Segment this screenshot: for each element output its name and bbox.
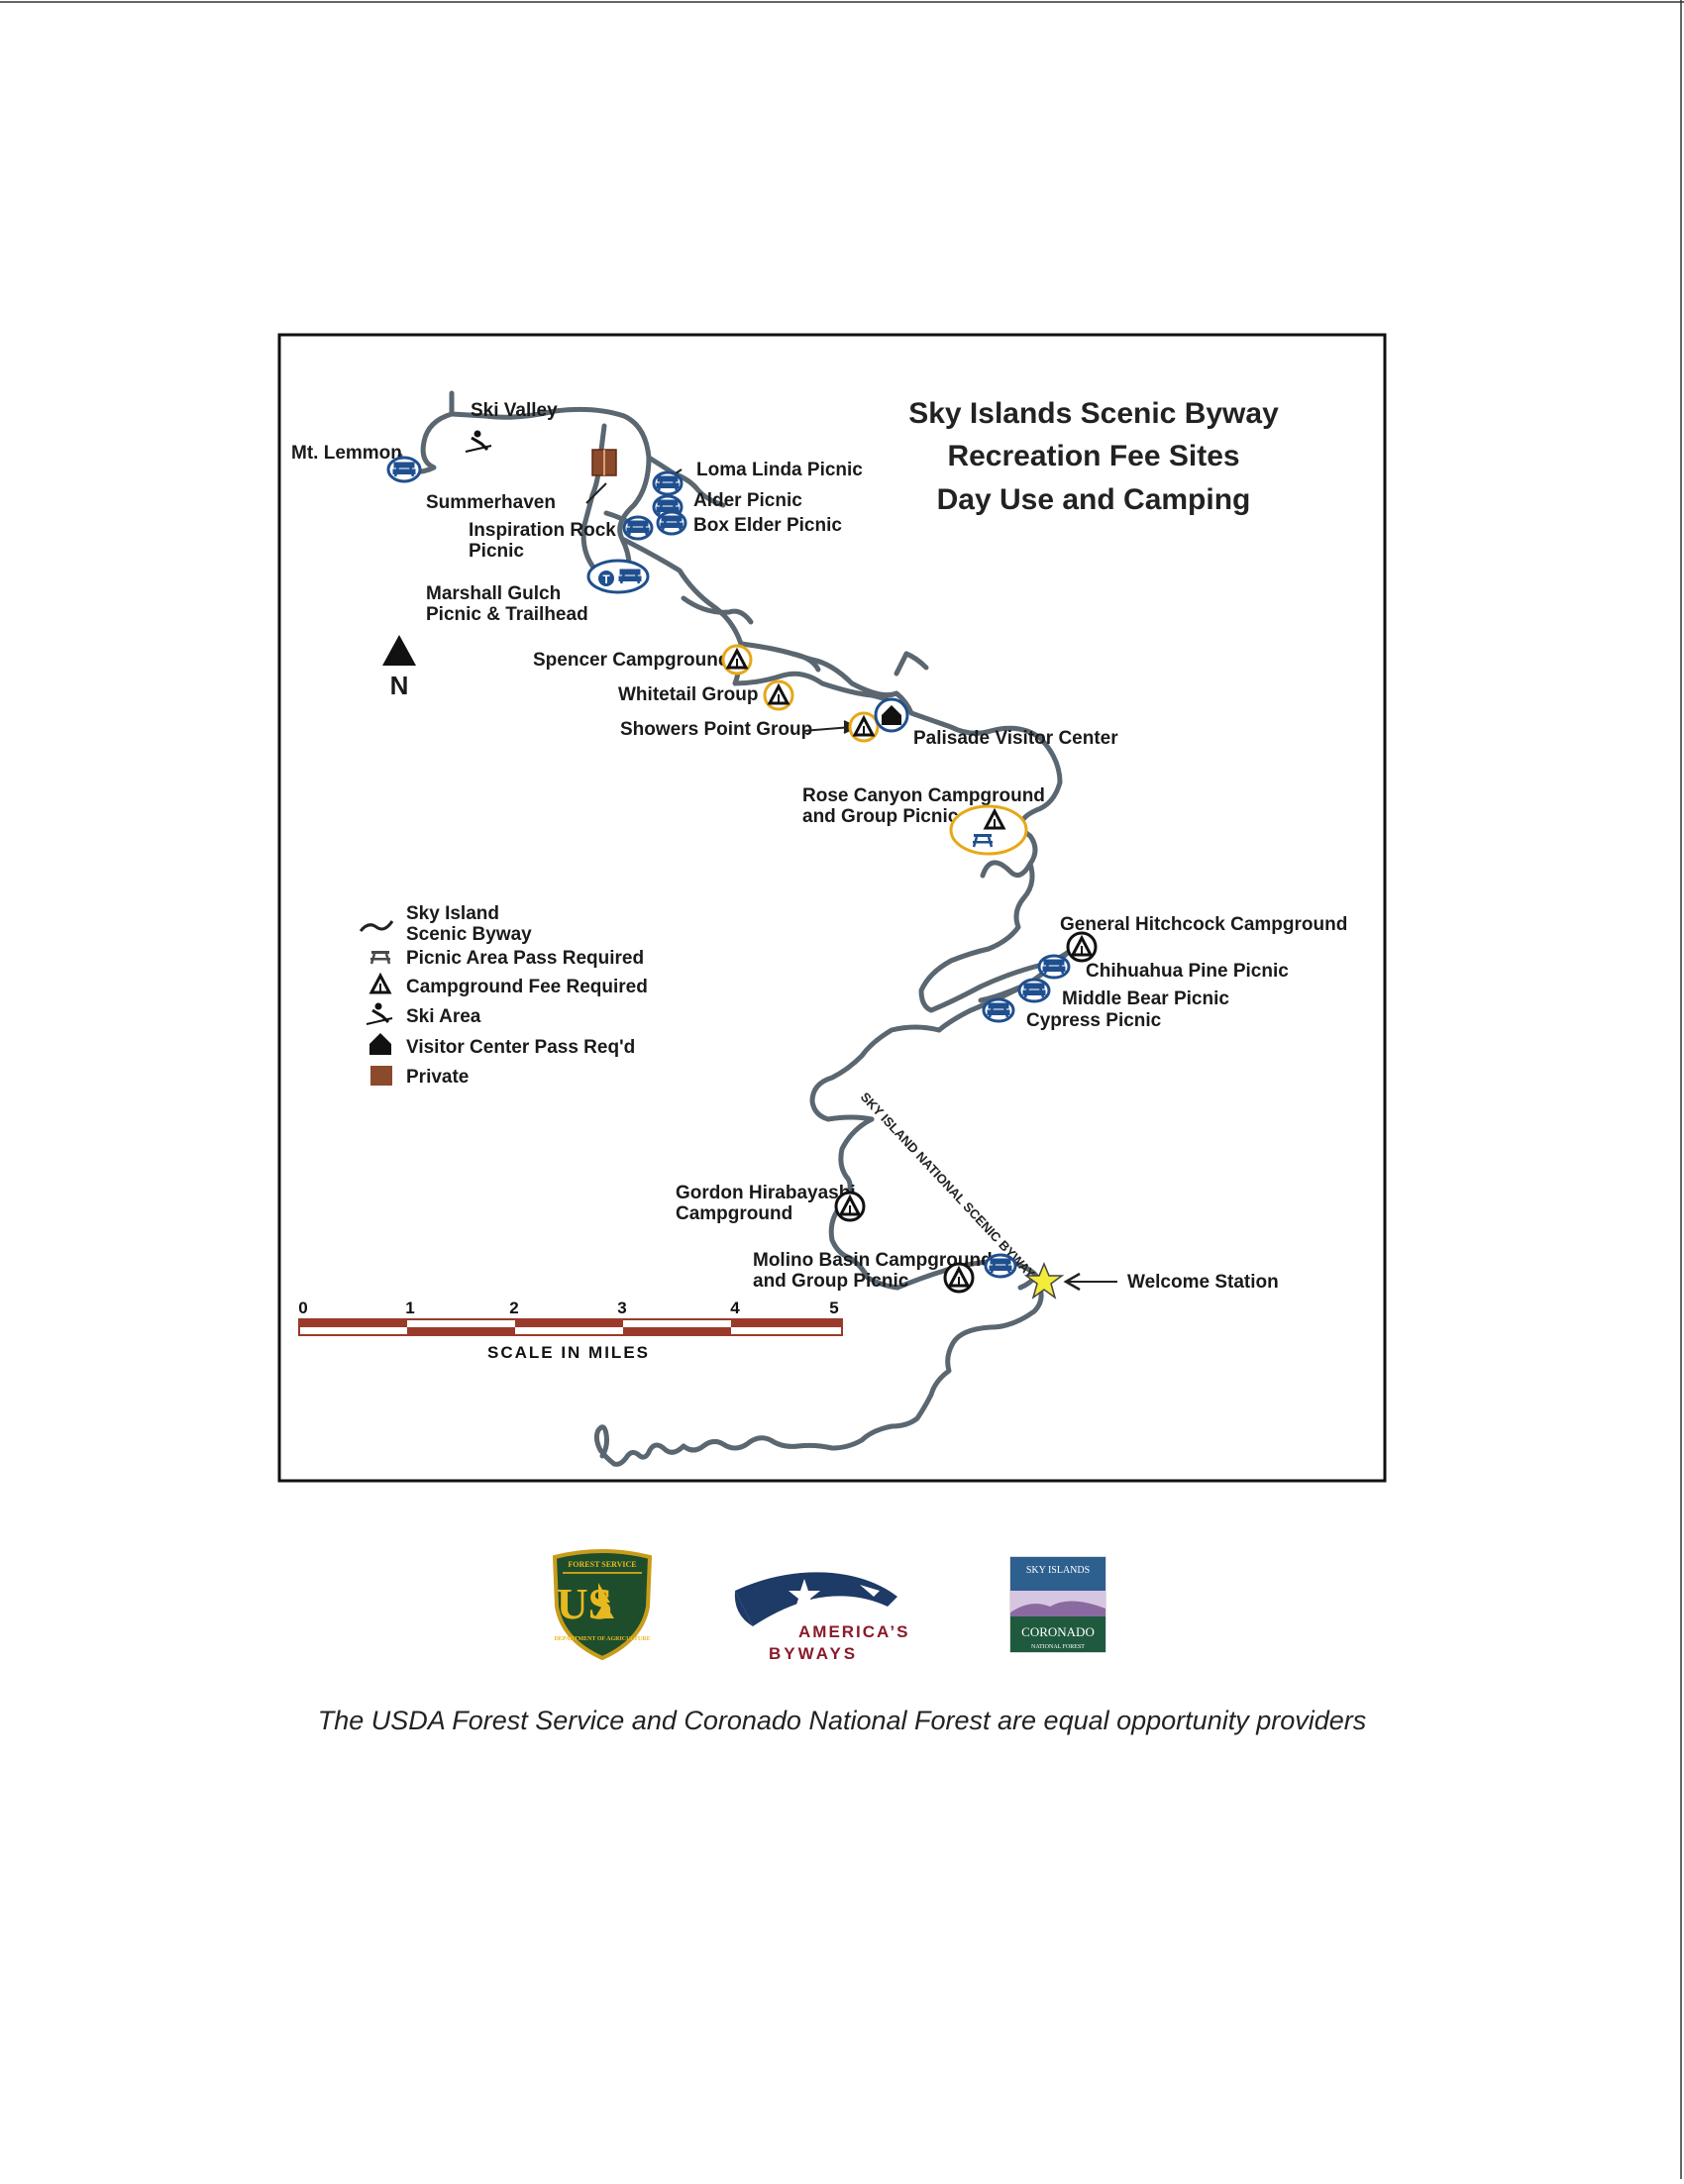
north-arrow-icon: N [382,635,416,700]
coronado-top: SKY ISLANDS [1026,1565,1090,1576]
legend-ski: Ski Area [406,1006,481,1027]
legend: Sky Island Scenic Byway Picnic Area Pass… [359,903,648,1088]
label-rose-canyon-2: and Group Picnic [802,806,959,827]
label-molino-2: and Group Picnic [753,1271,909,1292]
welcome-station-star-icon [1023,1262,1065,1300]
fs-top-text: FOREST SERVICE [568,1560,636,1569]
label-mt-lemmon: Mt. Lemmon [291,443,402,464]
picnic-marshall-gulch: T [586,559,650,594]
legend-ski-icon [366,1002,393,1025]
label-welcome-station: Welcome Station [1127,1272,1279,1293]
legend-visitor: Visitor Center Pass Req'd [406,1037,635,1058]
camp-general-hitchcock [1066,931,1098,963]
coronado-logo: SKY ISLANDS CORONADO NATIONAL FOREST [1009,1556,1106,1653]
forest-service-logo: US FOREST SERVICE DEPARTMENT OF AGRICULT… [552,1549,653,1661]
label-spencer: Spencer Campground [533,650,729,671]
label-gordon: Gordon Hirabayashi [676,1183,856,1203]
label-alder: Alder Picnic [693,490,802,511]
camp-rose-canyon [949,804,1028,856]
picnic-molino [984,1253,1017,1279]
camp-gordon [834,1191,866,1222]
label-palisade: Palisade Visitor Center [913,728,1118,749]
ski-area-icon [465,430,492,453]
coronado-name: CORONADO [1021,1624,1095,1639]
label-rose-canyon: Rose Canyon Campground [802,785,1045,806]
legend-private: Private [406,1067,469,1088]
label-showers-point: Showers Point Group [620,719,812,740]
label-chihuahua-pine: Chihuahua Pine Picnic [1086,961,1289,982]
label-general-hitchcock: General Hitchcock Campground [1060,914,1347,935]
picnic-loma-linda [652,470,684,496]
legend-campground: Campground Fee Required [406,977,648,997]
picnic-box-elder [656,510,687,536]
label-cypress: Cypress Picnic [1026,1010,1162,1031]
byways-star-icon [789,1579,820,1611]
label-molino: Molino Basin Campground [753,1250,993,1271]
title-line-3: Day Use and Camping [937,483,1251,516]
svg-text:T: T [602,572,610,586]
label-inspiration-rock-picnic: Picnic [469,541,524,562]
byways-line-1: AMERICA’S [798,1622,909,1641]
byways-line-2: BYWAYS [769,1644,858,1663]
scale-tick-5: 5 [829,1299,838,1317]
fs-bottom-text: DEPARTMENT OF AGRICULTURE [554,1636,650,1642]
title-line-2: Recreation Fee Sites [947,440,1239,472]
scale-tick-3: 3 [617,1299,626,1317]
palisade-visitor-center-icon [874,697,909,733]
picnic-middle-bear [1017,978,1051,1003]
label-whitetail: Whitetail Group [618,684,758,705]
legend-private-icon [370,1066,392,1086]
label-marshall-gulch-2: Picnic & Trailhead [426,604,588,625]
picnic-inspiration-rock [622,515,654,541]
coronado-sub: NATIONAL FOREST [1031,1644,1085,1650]
footer-statement: The USDA Forest Service and Coronado Nat… [317,1706,1367,1735]
legend-byway-1: Sky Island [406,903,499,924]
legend-byway-2: Scenic Byway [406,924,532,945]
camp-whitetail [763,679,794,711]
picnic-markers: T [386,456,1071,1279]
legend-visitor-icon [369,1033,391,1055]
fs-letters: US [557,1580,612,1628]
label-loma-linda: Loma Linda Picnic [696,460,863,480]
camp-spencer [721,644,753,676]
map-frame [277,333,1387,1483]
camp-showers-point [848,711,880,743]
americas-byways-logo: AMERICA’S BYWAYS [734,1572,909,1663]
scale-bar: 0 1 2 3 4 5 SCALE IN MILES [298,1299,843,1362]
legend-byway-icon [359,920,394,932]
scale-tick-2: 2 [509,1299,518,1317]
label-inspiration-rock: Inspiration Rock [469,520,616,541]
north-label: N [390,671,409,700]
picnic-cypress [982,997,1015,1023]
scale-tick-4: 4 [730,1299,740,1317]
label-ski-valley: Ski Valley [471,400,558,421]
title-line-1: Sky Islands Scenic Byway [908,397,1279,430]
camp-molino [943,1262,975,1294]
byway-road [396,390,1073,1467]
legend-picnic: Picnic Area Pass Required [406,948,644,969]
label-marshall-gulch: Marshall Gulch [426,583,561,604]
label-summerhaven: Summerhaven [426,492,556,513]
picnic-chihuahua-pine [1037,954,1071,980]
scale-tick-1: 1 [405,1299,414,1317]
camp-markers [721,644,1098,1294]
map-title: Sky Islands Scenic Byway Recreation Fee … [908,397,1279,516]
label-middle-bear: Middle Bear Picnic [1062,988,1229,1009]
scale-tick-0: 0 [298,1299,307,1317]
label-gordon-2: Campground [676,1203,792,1224]
label-box-elder: Box Elder Picnic [693,515,842,536]
picnic-mt-lemmon [386,456,422,483]
scale-label: SCALE IN MILES [487,1343,650,1362]
